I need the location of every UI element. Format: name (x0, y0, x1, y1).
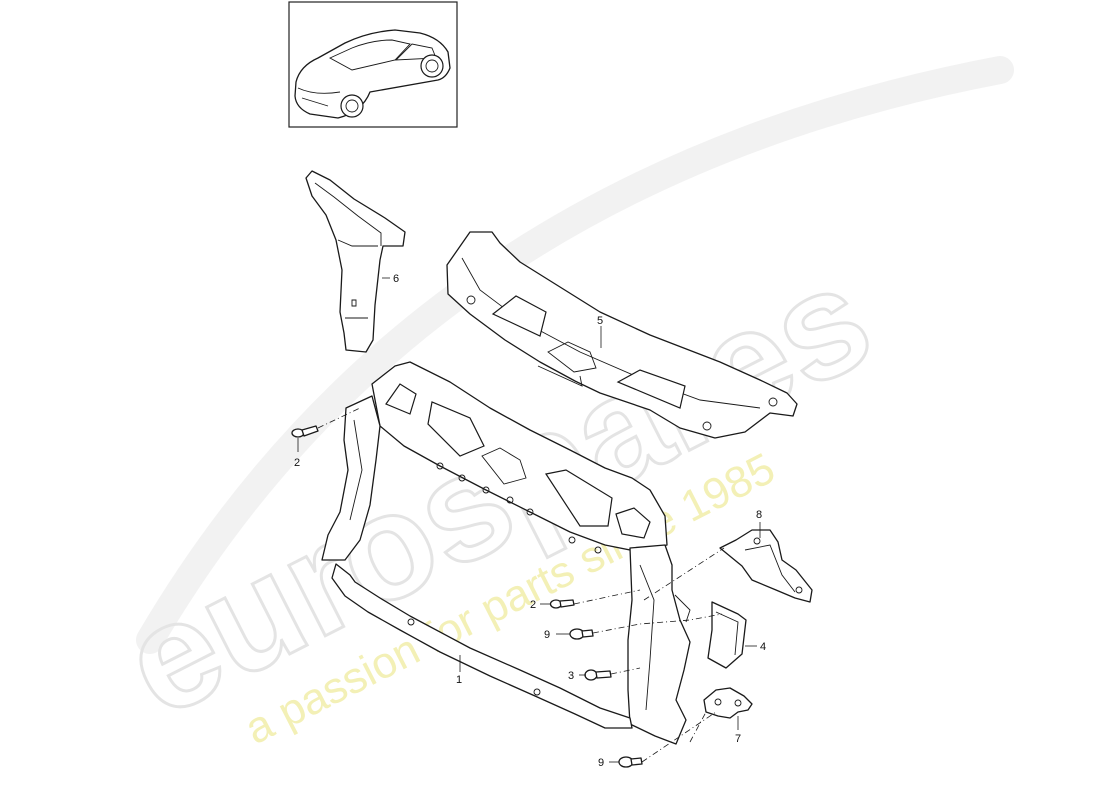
callout-9-upper: 9 (544, 629, 550, 641)
callout-3: 3 (568, 670, 574, 682)
callout-6: 6 (393, 273, 399, 285)
bolt-2-lower (549, 599, 575, 609)
callout-5: 5 (597, 315, 603, 327)
callout-8: 8 (756, 509, 762, 521)
bolt-9-lower (618, 756, 643, 768)
callout-1: 1 (456, 674, 462, 686)
watermark: eurospares a passion for parts since 198… (97, 56, 1014, 754)
leader-lines (297, 277, 761, 763)
bolt-9-upper (569, 628, 594, 640)
callout-4: 4 (760, 641, 766, 653)
assembly-lines (317, 407, 725, 763)
bolt-2-upper (291, 425, 319, 438)
car-thumbnail-icon (294, 29, 451, 119)
part-6-upright-bracket (305, 170, 406, 353)
part-1-front-carrier (321, 361, 691, 745)
callout-2-upper: 2 (294, 457, 300, 469)
callout-2-lower: 2 (530, 599, 536, 611)
part-4-plate (707, 601, 747, 669)
part-5-upper-crossmember (446, 231, 798, 439)
callout-labels: 1 2 2 3 4 5 6 7 8 9 9 (294, 273, 766, 769)
bolt-3 (584, 669, 612, 681)
car-thumbnail (288, 1, 458, 128)
callout-7: 7 (735, 733, 741, 745)
part-7-bracket (703, 687, 753, 719)
part-8-bracket (719, 529, 813, 603)
callout-9-lower: 9 (598, 757, 604, 769)
